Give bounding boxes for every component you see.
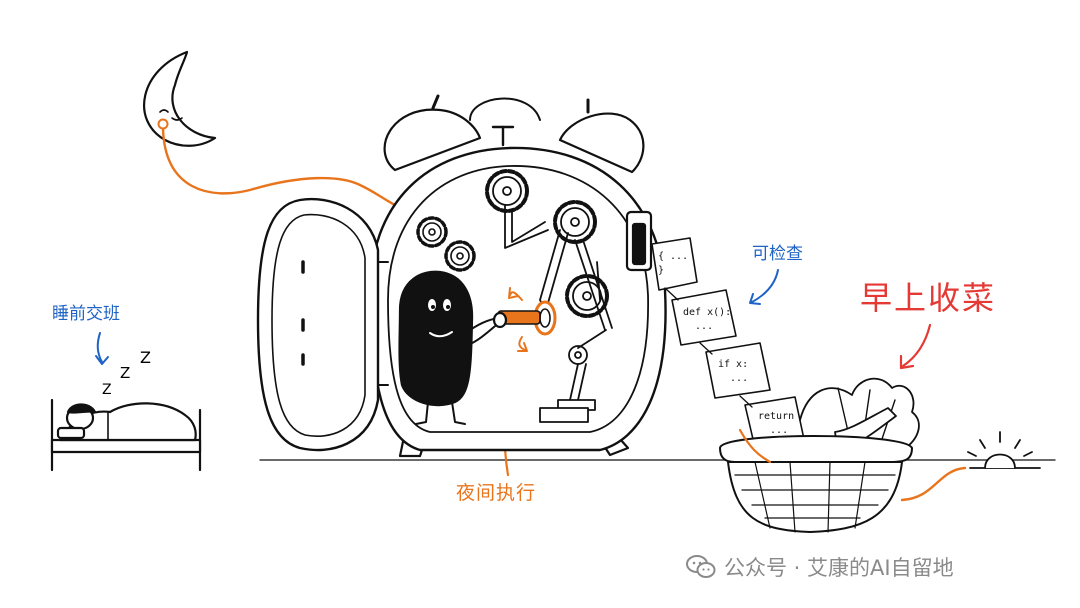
code-note-3: if x: ... xyxy=(718,359,749,384)
wechat-icon xyxy=(686,555,716,578)
bed-icon xyxy=(50,398,202,472)
sleep-arrow xyxy=(96,332,103,363)
morning-harvest-label: 早上收菜 xyxy=(860,279,997,317)
gear-icon xyxy=(444,240,476,272)
alarm-clock xyxy=(256,94,667,458)
vegetable-basket xyxy=(719,377,920,533)
watermark-text: 公众号 · 艾康的AI自留地 xyxy=(724,556,954,580)
sleep-z-3: Z xyxy=(140,348,151,367)
sunrise-cable xyxy=(900,466,967,502)
code-note-card xyxy=(705,342,771,399)
sleep-z-2: Z xyxy=(120,364,131,382)
gear-icon xyxy=(485,169,529,213)
watermark: 公众号 · 艾康的AI自留地 xyxy=(686,552,954,582)
code-note-2: def x(): ... xyxy=(683,307,732,332)
moon-icon xyxy=(143,50,217,147)
moon-cable xyxy=(161,127,397,207)
inspect-arrow xyxy=(751,269,779,303)
harvest-arrow xyxy=(901,323,932,368)
sleep-handoff-label: 睡前交班 xyxy=(52,304,120,324)
gear-icon xyxy=(416,216,448,248)
code-note-1: { ... } xyxy=(658,251,689,276)
sunrise-icon xyxy=(967,431,1041,469)
code-note-card xyxy=(671,289,737,346)
inspectable-label: 可检查 xyxy=(752,244,803,264)
code-note-4: return ... xyxy=(758,411,795,436)
sleep-z-1: Z xyxy=(102,382,112,398)
night-run-label: 夜间执行 xyxy=(456,482,537,504)
worker-character xyxy=(398,270,508,425)
code-note-card xyxy=(651,237,698,291)
gear-icon xyxy=(553,200,597,244)
